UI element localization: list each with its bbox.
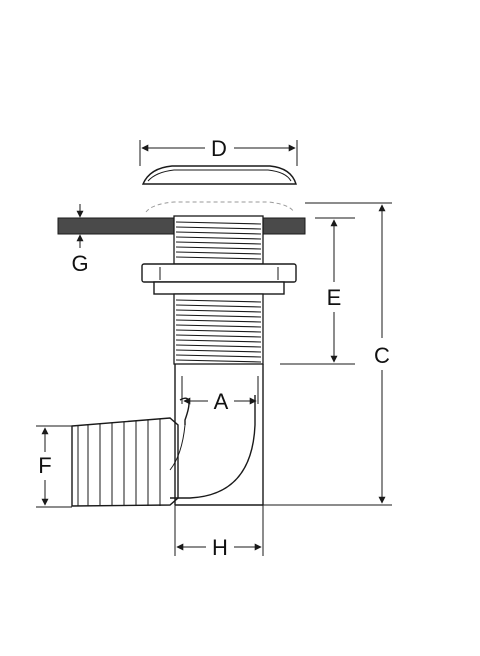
mushroom-head	[141, 165, 297, 185]
hull-plate	[57, 217, 306, 235]
lower-thread	[173, 293, 264, 365]
elbow-body	[169, 364, 264, 506]
dimension-label-c: C	[374, 343, 390, 368]
upper-thread	[173, 215, 264, 265]
dimension-d: D	[139, 136, 298, 166]
dimension-label-h: H	[212, 535, 228, 560]
dimension-c: C	[263, 202, 392, 506]
dimension-label-e: E	[327, 285, 342, 310]
dimension-g: G	[71, 204, 89, 276]
dimension-label-d: D	[211, 136, 227, 161]
head-ghost-outline	[145, 201, 295, 213]
hose-barb	[71, 417, 179, 507]
dimension-label-a: A	[214, 389, 229, 414]
dimension-label-g: G	[71, 251, 88, 276]
dimension-h: H	[174, 505, 264, 560]
flange-nut	[141, 263, 297, 295]
dimension-f: F	[36, 425, 72, 508]
dimension-label-f: F	[38, 453, 51, 478]
dimension-a: A	[181, 376, 259, 414]
dimension-e: E	[280, 217, 355, 365]
